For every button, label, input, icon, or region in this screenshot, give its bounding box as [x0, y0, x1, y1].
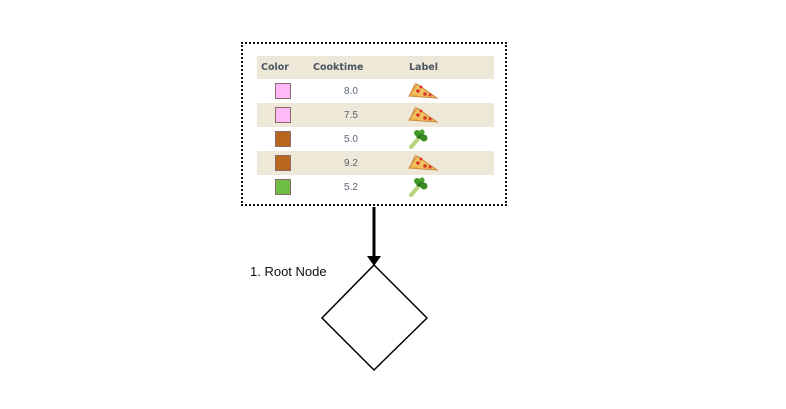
- color-swatch: [275, 131, 291, 147]
- color-cell: [257, 127, 309, 151]
- cooktime-cell: 9.2: [309, 151, 405, 175]
- dataset-table: Color Cooktime Label 8.0 7.5 5.0 9.2 5.2: [257, 56, 494, 199]
- color-cell: [257, 175, 309, 199]
- label-cell: [405, 127, 494, 151]
- label-cell: [405, 103, 494, 127]
- cooktime-cell: 5.2: [344, 181, 358, 193]
- arrow-head: [367, 256, 381, 266]
- pizza-slice-icon: [407, 82, 441, 100]
- column-header-color: Color: [257, 56, 309, 79]
- label-cell: [405, 151, 494, 175]
- broccoli-icon: [407, 177, 429, 197]
- table-row: 9.2: [257, 151, 494, 175]
- color-swatch: [275, 107, 291, 123]
- color-swatch: [275, 83, 291, 99]
- cooktime-cell: 7.5: [309, 103, 405, 127]
- column-header-cooktime: Cooktime: [309, 56, 405, 79]
- label-cell: [405, 79, 494, 103]
- color-swatch: [275, 155, 291, 171]
- color-swatch: [275, 179, 291, 195]
- table-row: 5.2: [257, 175, 494, 199]
- table-header-row: Color Cooktime Label: [257, 56, 494, 79]
- dataset-container: Color Cooktime Label 8.0 7.5 5.0 9.2 5.2: [241, 42, 507, 206]
- root-node-diamond[interactable]: [320, 263, 429, 372]
- pizza-slice-icon: [407, 154, 441, 172]
- table-row: 8.0: [257, 79, 494, 103]
- cooktime-cell: 5.0: [344, 133, 358, 145]
- pizza-slice-icon: [407, 106, 441, 124]
- column-header-label: Label: [405, 56, 494, 79]
- cooktime-cell: 8.0: [344, 85, 358, 97]
- table-row: 5.0: [257, 127, 494, 151]
- color-cell: [257, 79, 309, 103]
- broccoli-icon: [407, 129, 429, 149]
- root-node-label: 1. Root Node: [250, 264, 327, 279]
- color-cell: [257, 151, 309, 175]
- color-cell: [257, 103, 309, 127]
- table-row: 7.5: [257, 103, 494, 127]
- label-cell: [405, 175, 494, 199]
